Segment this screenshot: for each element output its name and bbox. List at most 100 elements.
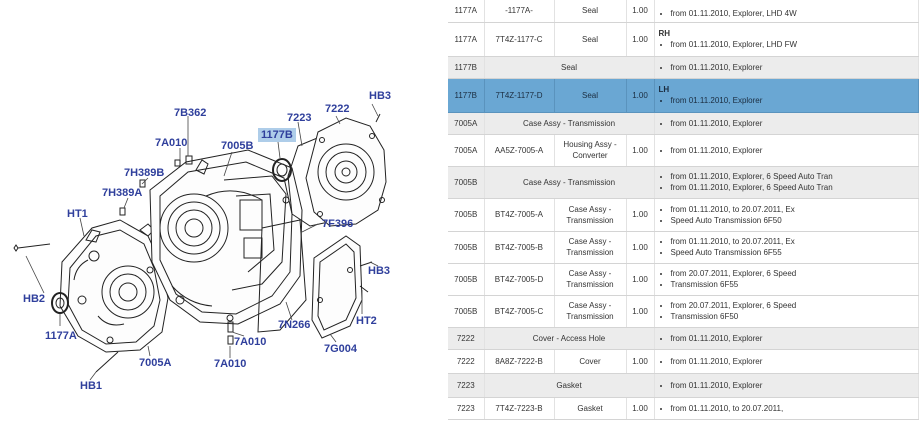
callout-7005a[interactable]: 7005A — [139, 357, 172, 369]
callout-ht2[interactable]: HT2 — [356, 315, 377, 327]
callout-7h389b[interactable]: 7H389B — [124, 167, 165, 179]
remark-item: from 01.11.2010, Explorer — [671, 333, 914, 344]
remarks-list: from 01.11.2010, Explorer, LHD 4W — [659, 8, 914, 19]
ref-cell: 7005B — [448, 263, 485, 296]
description-cell: Case Assy - Transmission — [554, 263, 627, 296]
callout-7a010-bottom[interactable]: 7A010 — [214, 358, 247, 370]
remarks-list: from 01.11.2010, Explorer — [659, 145, 914, 156]
callout-ht1[interactable]: HT1 — [67, 208, 88, 220]
quantity-cell: 1.00 — [626, 78, 655, 113]
side-note: RH — [658, 28, 671, 38]
quantity-cell: 1.00 — [626, 349, 655, 374]
remarks-cell: from 01.11.2010, Explorer — [654, 373, 919, 398]
transmission-case-drawing — [149, 149, 303, 325]
description-text: Case Assy - Transmission — [566, 204, 614, 225]
remarks-list: from 01.11.2010, to 20.07.2011, — [659, 403, 914, 414]
diagram-drawing — [13, 103, 387, 381]
ref-cell: 7223 — [448, 373, 485, 398]
description-text: Case Assy - Transmission — [566, 301, 614, 321]
remarks-list: from 01.11.2010, Explorer — [659, 356, 914, 367]
remark-item: from 01.11.2010, Explorer — [671, 95, 914, 106]
remark-item: from 01.11.2010, Explorer, 6 Speed Auto … — [671, 171, 914, 182]
quantity-cell: 1.00 — [626, 263, 655, 296]
remarks-list: from 01.11.2010, Explorer — [659, 333, 914, 344]
remarks-list: from 01.11.2010, Explorer — [659, 118, 914, 129]
quantity-cell: 1.00 — [626, 231, 655, 264]
description-text: Seal — [581, 6, 598, 16]
description-text: Case Assy - Transmission — [566, 269, 614, 289]
callout-7n266[interactable]: 7N266 — [278, 319, 311, 331]
callout-7g004[interactable]: 7G004 — [324, 343, 358, 355]
description-cell: Seal — [554, 78, 627, 113]
gasket-7f396-drawing — [257, 219, 307, 333]
callout-7h389a[interactable]: 7H389A — [102, 187, 143, 199]
table-group-row[interactable]: 1177BSealfrom 01.11.2010, Explorer — [448, 56, 919, 79]
group-desc-cell: Gasket — [484, 373, 655, 398]
callout-7f396[interactable]: 7F396 — [322, 218, 354, 230]
remark-item: Speed Auto Transmission 6F55 — [671, 247, 914, 258]
ref-cell: 7222 — [448, 327, 485, 350]
callout-7a010-mid[interactable]: 7A010 — [234, 336, 267, 348]
callout-1177a[interactable]: 1177A — [45, 330, 77, 342]
callout-7a010-top[interactable]: 7A010 — [155, 137, 188, 149]
remarks-list: from 01.11.2010, Explorer — [659, 380, 914, 391]
description-cell: Gasket — [554, 397, 627, 420]
callout-7223[interactable]: 7223 — [287, 112, 312, 124]
description-text: Cover — [579, 356, 601, 366]
callout-hb2[interactable]: HB2 — [23, 293, 46, 305]
quantity-cell: 1.00 — [626, 134, 655, 167]
oil-pan-drawing — [311, 235, 363, 339]
quantity-cell: 1.00 — [626, 198, 655, 232]
callout-hb1[interactable]: HB1 — [80, 380, 103, 392]
remarks-list: from 01.11.2010, Explorer, 6 Speed Auto … — [659, 171, 914, 193]
remarks-list: from 01.11.2010, Explorer — [659, 95, 914, 106]
description-text: Gasket — [577, 403, 603, 413]
description-cell: Housing Assy - Converter — [554, 134, 627, 167]
seal-1177b-drawing — [272, 158, 292, 182]
remarks-cell: from 20.07.2011, Explorer, 6 SpeedTransm… — [654, 295, 919, 328]
description-text: Seal — [581, 90, 598, 100]
callout-7005b[interactable]: 7005B — [221, 140, 254, 152]
remark-item: from 01.11.2010, to 20.07.2011, — [671, 403, 914, 414]
remark-item: Transmission 6F55 — [671, 279, 914, 290]
remarks-list: from 01.11.2010, Explorer, LHD FW — [659, 39, 914, 50]
callout-hb3-top[interactable]: HB3 — [369, 90, 392, 102]
group-desc-cell: Case Assy - Transmission — [484, 112, 655, 135]
callout-7b362[interactable]: 7B362 — [174, 107, 207, 119]
bolts-drawing — [13, 113, 381, 373]
remarks-cell: LHfrom 01.11.2010, Explorer — [654, 78, 919, 113]
ref-cell: 7005A — [448, 112, 485, 135]
remark-item: from 01.11.2010, Explorer — [671, 356, 914, 367]
callout-7222[interactable]: 7222 — [325, 103, 350, 115]
remarks-cell: from 01.11.2010, to 20.07.2011, ExSpeed … — [654, 198, 919, 232]
part-number-cell: BT4Z-7005-A — [484, 198, 555, 232]
remark-item: from 01.11.2010, Explorer, LHD FW — [671, 39, 914, 50]
callout-hb3-right[interactable]: HB3 — [368, 265, 391, 277]
remarks-cell: RHfrom 01.11.2010, Explorer, LHD FW — [654, 22, 919, 57]
remark-item: from 20.07.2011, Explorer, 6 Speed — [671, 268, 914, 279]
ref-cell: 7223 — [448, 397, 485, 420]
remarks-cell: from 01.11.2010, Explorer — [654, 327, 919, 350]
remark-item: from 20.07.2011, Explorer, 6 Speed — [671, 300, 914, 311]
remarks-list: from 01.11.2010, to 20.07.2011, ExSpeed … — [659, 236, 914, 258]
remarks-list: from 20.07.2011, Explorer, 6 SpeedTransm… — [659, 300, 914, 322]
callout-1177b[interactable]: 1177B — [258, 128, 296, 142]
remark-item: Transmission 6F50 — [671, 311, 914, 322]
ref-cell: 7222 — [448, 349, 485, 374]
